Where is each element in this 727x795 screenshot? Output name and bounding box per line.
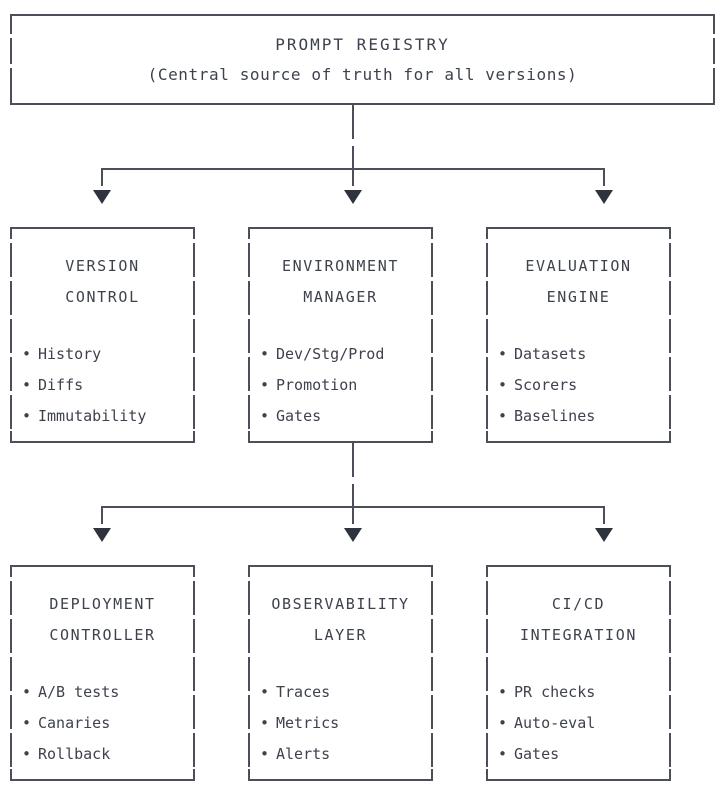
- connector-drop-bottom-middle: [352, 506, 354, 524]
- connector-trunk-top: [352, 105, 354, 169]
- arrowhead-bottom-middle: [344, 528, 362, 542]
- list-item: Auto-eval: [488, 708, 669, 739]
- node-feature-list: Dev/Stg/Prod Promotion Gates: [250, 339, 431, 432]
- node-evaluation-engine[interactable]: EVALUATION ENGINE Datasets Scorers Basel…: [486, 227, 671, 443]
- node-title: OBSERVABILITY LAYER: [271, 595, 410, 644]
- list-item: Scorers: [488, 370, 669, 401]
- connector-drop-bottom-right: [603, 506, 605, 524]
- list-item: Metrics: [250, 708, 431, 739]
- list-item: History: [12, 339, 193, 370]
- node-feature-list: History Diffs Immutability: [12, 339, 193, 432]
- list-item: PR checks: [488, 677, 669, 708]
- node-prompt-registry[interactable]: PROMPT REGISTRY (Central source of truth…: [10, 14, 715, 105]
- arrowhead-top-middle: [344, 190, 362, 204]
- node-feature-list: Datasets Scorers Baselines: [488, 339, 669, 432]
- connector-drop-top-middle: [352, 168, 354, 186]
- connector-drop-top-left: [101, 168, 103, 186]
- card-edge-right: [431, 577, 433, 769]
- connector-drop-top-right: [603, 168, 605, 186]
- list-item: Rollback: [12, 739, 193, 770]
- prompt-registry-subtitle: (Central source of truth for all version…: [147, 64, 578, 84]
- list-item: Immutability: [12, 401, 193, 432]
- node-cicd-integration[interactable]: CI/CD INTEGRATION PR checks Auto-eval Ga…: [486, 565, 671, 781]
- card-edge-right: [669, 239, 671, 431]
- node-feature-list: PR checks Auto-eval Gates: [488, 677, 669, 770]
- arrowhead-bottom-left: [93, 528, 111, 542]
- list-item: Canaries: [12, 708, 193, 739]
- node-title: ENVIRONMENT MANAGER: [282, 257, 399, 306]
- card-edge-right: [431, 239, 433, 431]
- arrowhead-top-right: [595, 190, 613, 204]
- arrowhead-top-left: [93, 190, 111, 204]
- card-edge-right: [193, 577, 195, 769]
- list-item: Gates: [488, 739, 669, 770]
- node-title: DEPLOYMENT CONTROLLER: [49, 595, 156, 644]
- connector-drop-bottom-left: [101, 506, 103, 524]
- node-feature-list: A/B tests Canaries Rollback: [12, 677, 193, 770]
- list-item: A/B tests: [12, 677, 193, 708]
- arrowhead-bottom-right: [595, 528, 613, 542]
- list-item: Gates: [250, 401, 431, 432]
- prompt-registry-title: PROMPT REGISTRY: [275, 34, 450, 54]
- connector-trunk-bottom: [352, 443, 354, 507]
- card-edge-right: [193, 239, 195, 431]
- node-deployment-controller[interactable]: DEPLOYMENT CONTROLLER A/B tests Canaries…: [10, 565, 195, 781]
- node-title: CI/CD INTEGRATION: [520, 595, 637, 644]
- node-version-control[interactable]: VERSION CONTROL History Diffs Immutabili…: [10, 227, 195, 443]
- list-item: Alerts: [250, 739, 431, 770]
- node-environment-manager[interactable]: ENVIRONMENT MANAGER Dev/Stg/Prod Promoti…: [248, 227, 433, 443]
- card-edge-right: [669, 577, 671, 769]
- node-feature-list: Traces Metrics Alerts: [250, 677, 431, 770]
- list-item: Baselines: [488, 401, 669, 432]
- node-title: VERSION CONTROL: [65, 257, 140, 306]
- node-title: EVALUATION ENGINE: [525, 257, 632, 306]
- list-item: Promotion: [250, 370, 431, 401]
- list-item: Dev/Stg/Prod: [250, 339, 431, 370]
- list-item: Traces: [250, 677, 431, 708]
- node-observability-layer[interactable]: OBSERVABILITY LAYER Traces Metrics Alert…: [248, 565, 433, 781]
- list-item: Datasets: [488, 339, 669, 370]
- list-item: Diffs: [12, 370, 193, 401]
